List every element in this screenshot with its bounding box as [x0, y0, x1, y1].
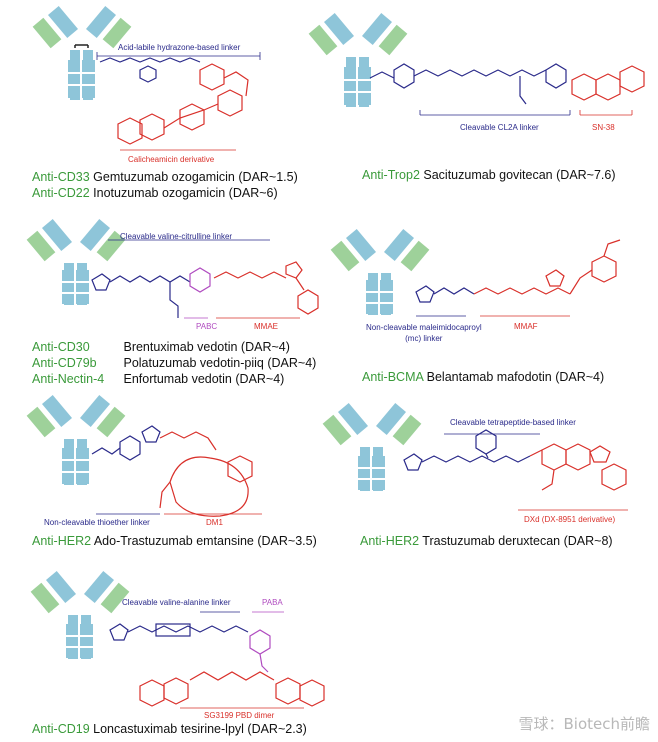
- adc-structure-emtansine: [26, 395, 262, 517]
- drug-name: Polatuzumab vedotin-piiq: [123, 356, 264, 370]
- target-name: Anti-HER2: [360, 534, 420, 548]
- adc-structure-gemtuzumab: [32, 6, 261, 151]
- target-name: Anti-CD30: [32, 340, 90, 354]
- linker-structure: [109, 623, 249, 641]
- payload-annotation: SG3199 PBD dimer: [204, 711, 275, 720]
- drug-name: Gemtuzumab ozogamicin: [93, 170, 235, 184]
- drug-name: Inotuzumab ozogamicin: [93, 186, 226, 200]
- adc-label-line: Anti-CD19 Loncastuximab tesirine-lpyl (D…: [32, 722, 307, 736]
- dar-value: (DAR~4): [267, 356, 317, 370]
- target-name: Anti-CD79b: [32, 356, 97, 370]
- dar-value: (DAR~6): [228, 186, 278, 200]
- linker-annotation: Non-cleavable maleimidocaproyl (mc) link…: [366, 323, 482, 343]
- linker-structure: [99, 57, 201, 83]
- adc-structure-tesirine: [30, 571, 325, 709]
- dar-value: (DAR~7.6): [556, 168, 616, 182]
- adc-label-line: Anti-CD79b Polatuzumab vedotin-piiq (DAR…: [32, 356, 316, 370]
- dar-value: (DAR~2.3): [247, 722, 307, 736]
- payload-annotation: DM1: [206, 518, 223, 527]
- adc-structure-sacituzumab: [308, 13, 645, 116]
- payload-structure: [473, 239, 621, 295]
- payload-structure: [529, 443, 627, 491]
- payload-annotation: SN-38: [592, 123, 615, 132]
- linker-structure: [415, 285, 475, 303]
- payload-annotation: DXd (DX-8951 derivative): [524, 515, 616, 524]
- linker-structure: [91, 425, 161, 461]
- drug-name: Enfortumab vedotin: [123, 372, 232, 386]
- panel-emtansine: Non-cleavable thioether linker DM1 Anti-…: [0, 392, 329, 554]
- dar-value: (DAR~1.5): [238, 170, 298, 184]
- drug-name: Trastuzumab deruxtecan: [422, 534, 561, 548]
- linker-structure: [403, 429, 531, 471]
- panel-sacituzumab: Cleavable CL2A linker SN-38 Anti-Trop2 S…: [308, 0, 658, 200]
- antibody-icon: [308, 13, 408, 107]
- adc-structure-vedotin: [26, 219, 319, 319]
- linker-annotation: Cleavable tetrapeptide-based linker: [450, 418, 576, 427]
- adc-label-line: Anti-Trop2 Sacituzumab govitecan (DAR~7.…: [362, 168, 616, 182]
- antibody-icon: [26, 395, 126, 485]
- antibody-icon: [32, 6, 132, 100]
- target-name: Anti-Nectin-4: [32, 372, 105, 386]
- spacer-structure: [249, 629, 271, 673]
- panel-belantamab: Non-cleavable maleimidocaproyl (mc) link…: [330, 218, 658, 390]
- adc-label-line: Anti-CD30 Brentuximab vedotin (DAR~4): [32, 340, 290, 354]
- drug-name: Loncastuximab tesirine-lpyl: [93, 722, 244, 736]
- adc-label-line: Anti-CD33 Gemtuzumab ozogamicin (DAR~1.5…: [32, 170, 298, 184]
- spacer-annotation: PABC: [196, 322, 218, 331]
- linker-annotation: Non-cleavable thioether linker: [44, 518, 150, 527]
- target-name: Anti-HER2: [32, 534, 92, 548]
- dar-value: (DAR~4): [235, 372, 285, 386]
- adc-label-line: Anti-Nectin-4 Enfortumab vedotin (DAR~4): [32, 372, 284, 386]
- antibody-icon: [30, 571, 130, 659]
- dar-value: (DAR~8): [563, 534, 613, 548]
- linker-annotation: Acid-labile hydrazone-based linker: [118, 43, 241, 52]
- antibody-icon: [322, 403, 422, 491]
- antibody-icon: [330, 229, 430, 315]
- payload-structure: [139, 671, 325, 707]
- panel-tesirine: Cleavable valine-alanine linker PABA SG3…: [0, 568, 420, 740]
- panel-deruxtecan: Cleavable tetrapeptide-based linker DXd …: [322, 392, 658, 554]
- adc-structure-belantamab: [330, 229, 621, 317]
- drug-name: Brentuximab vedotin: [123, 340, 238, 354]
- spacer-structure: [189, 267, 211, 293]
- target-name: Anti-CD33: [32, 170, 90, 184]
- adc-label-line: Anti-BCMA Belantamab mafodotin (DAR~4): [362, 370, 604, 384]
- antibody-icon: [26, 219, 126, 305]
- payload-structure: [117, 63, 249, 145]
- linker-annotation: Cleavable valine-citrulline linker: [120, 232, 233, 241]
- payload-annotation: MMAF: [514, 322, 538, 331]
- payload-annotation: MMAE: [254, 322, 278, 331]
- dar-value: (DAR~4): [555, 370, 605, 384]
- spacer-annotation: PABA: [262, 598, 283, 607]
- linker-structure: [369, 63, 567, 105]
- target-name: Anti-CD19: [32, 722, 90, 736]
- linker-structure: [91, 273, 191, 318]
- adc-label-line: Anti-HER2 Trastuzumab deruxtecan (DAR~8): [360, 534, 613, 548]
- drug-name: Belantamab mafodotin: [426, 370, 552, 384]
- linker-annotation: Cleavable CL2A linker: [460, 123, 539, 132]
- dar-value: (DAR~4): [240, 340, 290, 354]
- adc-label-line: Anti-HER2 Ado-Trastuzumab emtansine (DAR…: [32, 534, 317, 548]
- adc-label-line: Anti-CD22 Inotuzumab ozogamicin (DAR~6): [32, 186, 278, 200]
- linker-annotation: Cleavable valine-alanine linker: [122, 598, 231, 607]
- payload-structure: [159, 431, 253, 517]
- dar-value: (DAR~3.5): [257, 534, 317, 548]
- payload-structure: [571, 65, 645, 101]
- panel-gemtuzumab: Acid-labile hydrazone-based linker Calic…: [0, 0, 329, 200]
- drug-name: Ado-Trastuzumab emtansine: [93, 534, 254, 548]
- drug-name: Sacituzumab govitecan: [423, 168, 553, 182]
- target-name: Anti-BCMA: [362, 370, 424, 384]
- payload-structure: [213, 261, 319, 315]
- target-name: Anti-Trop2: [362, 168, 420, 182]
- payload-annotation: Calicheamicin derivative: [128, 155, 215, 164]
- watermark: 雪球：Biotech前瞻: [518, 715, 651, 733]
- target-name: Anti-CD22: [32, 186, 90, 200]
- adc-structure-deruxtecan: [322, 403, 628, 511]
- panel-vedotin: Cleavable valine-citrulline linker PABC …: [0, 218, 329, 390]
